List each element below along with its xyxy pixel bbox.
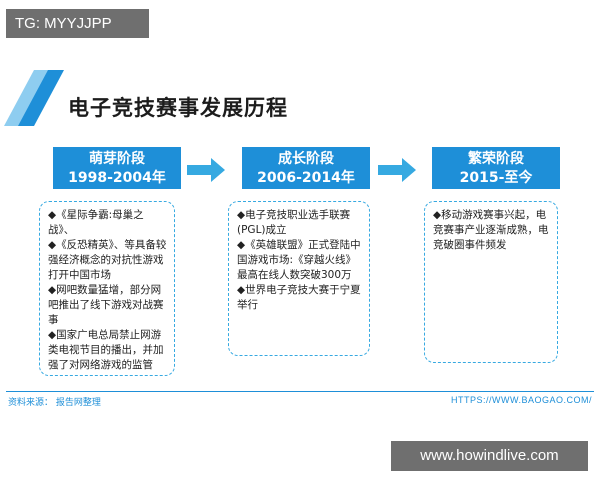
arrow-right-icon	[187, 158, 225, 182]
stage-years: 2015-至今	[459, 170, 533, 186]
stage-name: 繁荣阶段	[468, 151, 524, 167]
list-item: ◆电子竞技职业选手联赛(PGL)成立	[237, 209, 351, 236]
stage-header-1: 萌芽阶段 1998-2004年	[53, 147, 181, 189]
stage-name: 成长阶段	[278, 151, 334, 167]
list-item: ◆《英雄联盟》正式登陆中国游戏市场:《穿越火线》最高在线人数突破300万	[237, 239, 361, 281]
stage-header-2: 成长阶段 2006-2014年	[242, 147, 370, 189]
source-url: HTTPS://WWW.BAOGAO.COM/	[451, 395, 592, 405]
stage-years: 1998-2004年	[68, 170, 166, 186]
list-item: ◆《星际争霸:母巢之战》、	[48, 209, 144, 236]
list-item: ◆国家广电总局禁止网游类电视节目的播出，并加强了对网络游戏的监管	[48, 329, 164, 371]
stage-card-2: ◆电子竞技职业选手联赛(PGL)成立 ◆《英雄联盟》正式登陆中国游戏市场:《穿越…	[228, 201, 370, 356]
list-item: ◆移动游戏赛事兴起，电竞赛事产业逐渐成熟，电竞破圈事件频发	[433, 209, 549, 251]
list-item: ◆世界电子竞技大赛于宁夏举行	[237, 284, 361, 311]
stage-years: 2006-2014年	[257, 170, 355, 186]
page-title: 电子竞技赛事发展历程	[68, 96, 288, 120]
stage-card-1: ◆《星际争霸:母巢之战》、 ◆《反恐精英》、等具备较强经济概念的对抗性游戏打开中…	[39, 201, 175, 376]
footer-divider	[6, 391, 594, 392]
stage-card-3: ◆移动游戏赛事兴起，电竞赛事产业逐渐成熟，电竞破圈事件频发	[424, 201, 558, 363]
arrow-right-icon	[378, 158, 416, 182]
list-item: ◆《反恐精英》、等具备较强经济概念的对抗性游戏打开中国市场	[48, 239, 167, 281]
list-item: ◆网吧数量猛增，部分网吧推出了线下游戏对战赛事	[48, 284, 164, 326]
stage-name: 萌芽阶段	[89, 151, 145, 167]
source-note: 资料来源： 报告网整理	[8, 398, 101, 408]
stage-header-3: 繁荣阶段 2015-至今	[432, 147, 560, 189]
stripes-logo-icon	[4, 70, 64, 126]
tg-label: TG: MYYJJPP	[6, 9, 149, 38]
watermark-label: www.howindlive.com	[391, 441, 588, 471]
